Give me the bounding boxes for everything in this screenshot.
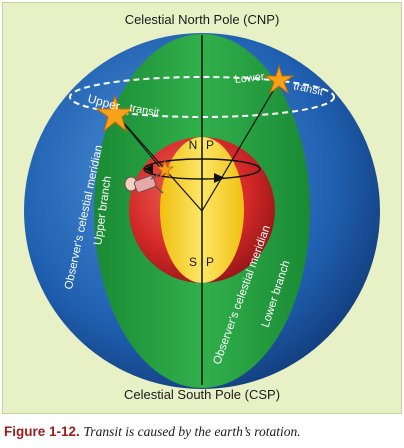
lower-transit-star-icon: [263, 64, 295, 95]
upper-transit-star-icon: [95, 94, 135, 133]
diagram-frame: Celestial North Pole (CNP) Celestial Sou…: [2, 2, 402, 414]
transit-diagram: Celestial North Pole (CNP) Celestial Sou…: [24, 12, 380, 402]
caption-text: Transit is caused by the earth’s rotatio…: [83, 424, 301, 439]
earth-south-pole-s: S: [189, 255, 197, 269]
rotation-arrowhead-left: [144, 164, 153, 174]
observer-star-icon: [155, 159, 175, 179]
lower-transit-label-lower: Lower: [234, 71, 265, 86]
observer-figure-icon: [124, 172, 164, 194]
earth-south-pole-p: P: [206, 255, 214, 269]
diurnal-circle: [69, 76, 335, 118]
earth-north-pole-n: N: [189, 138, 198, 152]
figure-number: Figure 1-12.: [4, 424, 80, 439]
rotation-arrowhead-right: [214, 173, 225, 183]
upper-transit-label-transit: transit: [128, 102, 160, 119]
earth-north-pole-p: P: [206, 138, 214, 152]
figure-caption: Figure 1-12. Transit is caused by the ea…: [4, 424, 301, 440]
celestial-south-pole-label: Celestial South Pole (CSP): [124, 387, 280, 402]
line-to-lower-transit: [201, 80, 280, 212]
celestial-north-pole-label: Celestial North Pole (CNP): [125, 12, 280, 27]
